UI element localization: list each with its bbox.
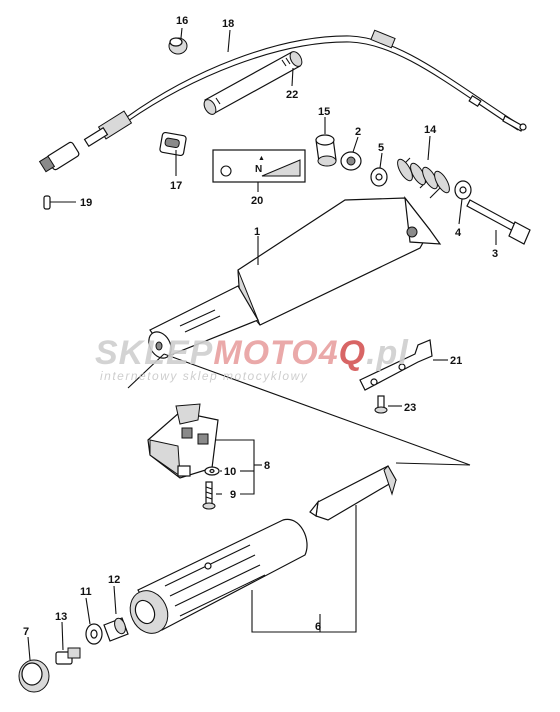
callout-6: 6 [315, 621, 321, 633]
washer-10 [204, 466, 220, 476]
callout-5: 5 [378, 142, 384, 154]
grommet-17 [159, 131, 187, 157]
callout-1: 1 [254, 226, 260, 238]
callout-16: 16 [176, 15, 188, 27]
callout-21: 21 [450, 355, 462, 367]
bolt-13 [55, 647, 81, 665]
svg-text:▲: ▲ [258, 155, 265, 162]
callout-7: 7 [23, 626, 29, 638]
watermark-tagline: internetowy sklep motocyklowy [100, 369, 308, 383]
throttle-cable [38, 29, 527, 173]
grip-6 [129, 518, 308, 634]
callout-17: 17 [170, 180, 182, 192]
bracket-21 [359, 339, 433, 391]
cap-7 [18, 659, 50, 693]
switch-8 [147, 403, 219, 479]
nut-2 [340, 151, 362, 171]
callout-2: 2 [355, 126, 361, 138]
callout-22: 22 [286, 89, 298, 101]
callout-10: 10 [224, 466, 236, 478]
tiller-arm-1 [148, 195, 442, 359]
spring-14 [397, 157, 450, 199]
callout-3: 3 [492, 248, 498, 260]
callout-4: 4 [455, 227, 462, 239]
collar-12 [103, 617, 129, 642]
screw-9 [202, 481, 216, 510]
callout-14: 14 [424, 124, 437, 136]
callout-15: 15 [318, 106, 330, 118]
callout-13: 13 [55, 611, 67, 623]
callout-18: 18 [222, 18, 234, 30]
screw-23 [374, 395, 388, 414]
bushing-15 [315, 134, 337, 167]
cap-16 [168, 37, 188, 55]
watermark-tld: .pl [366, 334, 409, 372]
watermark-brand-4: Q [339, 334, 366, 372]
watermark-brand-1: SKLEP [95, 334, 213, 372]
callout-23: 23 [404, 402, 416, 414]
callout-8: 8 [264, 460, 270, 472]
callout-12: 12 [108, 574, 120, 586]
watermark-logo: SKLEPMOTO4Q.pl internetowy sklep motocyk… [95, 334, 409, 383]
decal-20: N ▲ [212, 149, 306, 183]
bolt-3 [466, 199, 531, 245]
watermark-brand-2: MOTO [213, 334, 318, 372]
sleeve-22 [203, 51, 303, 115]
callout-11: 11 [80, 586, 92, 598]
svg-text:SKLEPMOTO4Q.pl: SKLEPMOTO4Q.pl [95, 334, 409, 372]
pin-19 [43, 195, 51, 210]
watermark-brand-3: 4 [318, 334, 339, 372]
callout-9: 9 [230, 489, 236, 501]
washer-4 [454, 180, 472, 200]
washer-11 [85, 623, 103, 645]
callout-labels: 16 18 22 17 19 20 15 2 14 5 4 3 1 21 23 … [23, 15, 498, 638]
leader-lines [27, 27, 497, 661]
callout-20: 20 [251, 195, 263, 207]
callout-19: 19 [80, 197, 92, 209]
decal-letter: N [255, 164, 262, 175]
washer-5 [370, 167, 388, 187]
arm-end-cone [309, 465, 397, 521]
